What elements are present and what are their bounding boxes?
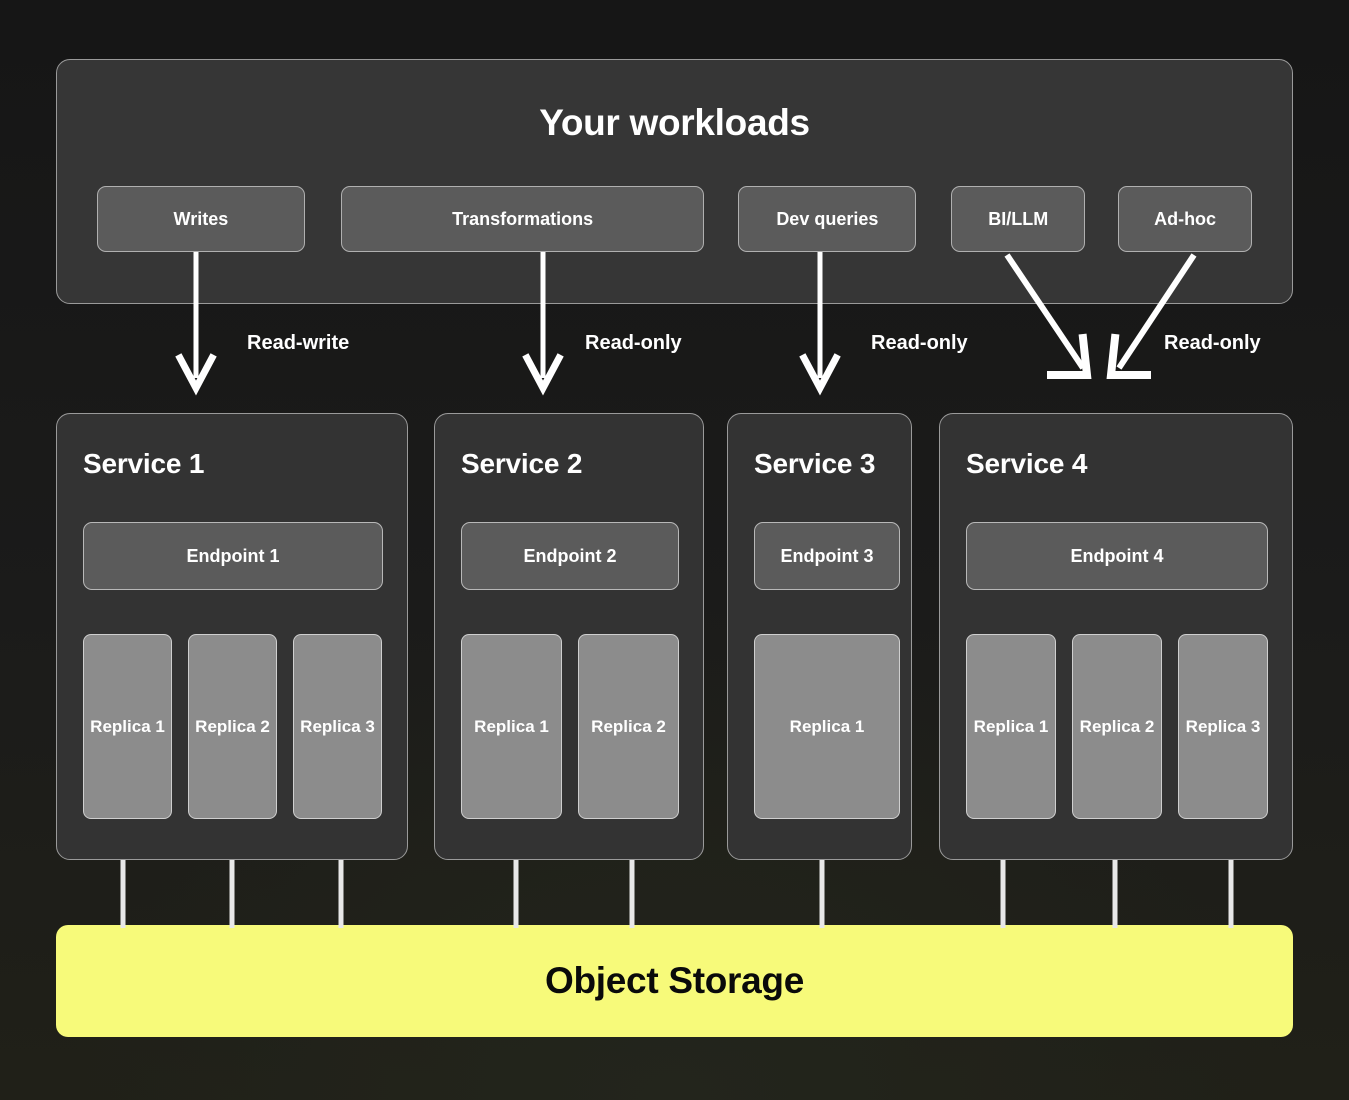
replica-box-2-1[interactable]: Replica 1 <box>461 634 562 819</box>
replica-box-1-1[interactable]: Replica 1 <box>83 634 172 819</box>
storage-connectors-service-1 <box>120 860 344 928</box>
replica-row-4: Replica 1 Replica 2 Replica 3 <box>966 634 1268 819</box>
endpoint-box-1[interactable]: Endpoint 1 <box>83 522 383 590</box>
service-title-4: Service 4 <box>966 448 1088 479</box>
replica-box-4-1[interactable]: Replica 1 <box>966 634 1056 819</box>
storage-connectors-service-4 <box>1000 860 1234 928</box>
flow-label-read-write: Read-write <box>247 332 350 354</box>
replica-box-1-2[interactable]: Replica 2 <box>188 634 277 819</box>
replica-box-4-2[interactable]: Replica 2 <box>1072 634 1162 819</box>
object-storage-bar[interactable]: Object Storage <box>56 925 1293 1037</box>
replica-row-3: Replica 1 <box>754 634 900 819</box>
endpoint-box-3[interactable]: Endpoint 3 <box>754 522 900 590</box>
storage-connectors-service-2 <box>513 860 635 928</box>
replica-row-2: Replica 1 Replica 2 <box>461 634 679 819</box>
workload-pill-row: Writes Transformations Dev queries BI/LL… <box>97 186 1253 252</box>
service-title-1: Service 1 <box>83 448 205 479</box>
workloads-title: Your workloads <box>539 102 810 143</box>
replica-row-1: Replica 1 Replica 2 Replica 3 <box>83 634 382 819</box>
workload-pill-bi-llm[interactable]: BI/LLM <box>951 186 1086 252</box>
workloads-panel: Your workloads Writes Transformations De… <box>56 59 1293 304</box>
service-card-2[interactable]: Service 2 Endpoint 2 Replica 1 Replica 2 <box>434 413 704 860</box>
flow-label-read-only-dev-queries: Read-only <box>871 332 968 354</box>
service-card-3[interactable]: Service 3 Endpoint 3 Replica 1 <box>727 413 912 860</box>
workload-pill-dev-queries[interactable]: Dev queries <box>738 186 917 252</box>
service-card-1[interactable]: Service 1 Endpoint 1 Replica 1 Replica 2… <box>56 413 408 860</box>
service-title-2: Service 2 <box>461 448 583 479</box>
service-card-4[interactable]: Service 4 Endpoint 4 Replica 1 Replica 2… <box>939 413 1293 860</box>
workload-pill-ad-hoc[interactable]: Ad-hoc <box>1118 186 1253 252</box>
service-title-3: Service 3 <box>754 448 876 479</box>
workload-pill-transformations[interactable]: Transformations <box>340 186 705 252</box>
replica-box-2-2[interactable]: Replica 2 <box>578 634 679 819</box>
endpoint-box-4[interactable]: Endpoint 4 <box>966 522 1268 590</box>
replica-box-3-1[interactable]: Replica 1 <box>754 634 900 819</box>
workload-pill-writes[interactable]: Writes <box>97 186 305 252</box>
replica-box-1-3[interactable]: Replica 3 <box>293 634 382 819</box>
object-storage-label: Object Storage <box>545 960 804 1001</box>
replica-box-4-3[interactable]: Replica 3 <box>1178 634 1268 819</box>
endpoint-box-2[interactable]: Endpoint 2 <box>461 522 679 590</box>
flow-label-read-only-bi-adhoc: Read-only <box>1164 332 1261 354</box>
flow-label-read-only-transformations: Read-only <box>585 332 682 354</box>
